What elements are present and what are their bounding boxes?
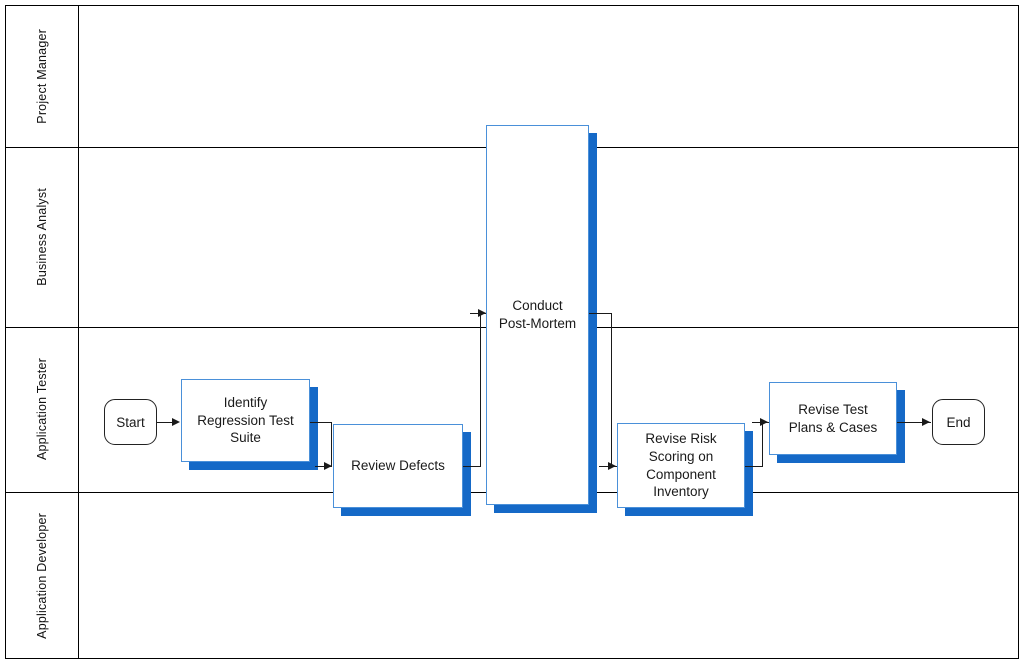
node-end[interactable]: End <box>932 399 985 445</box>
lane-label-text: Business Analyst <box>34 188 49 286</box>
connector-identify-to-review <box>315 466 332 467</box>
connector-revise-risk-rise <box>761 422 763 466</box>
node-label: Review Defects <box>351 458 445 474</box>
connector-review-out <box>463 466 481 467</box>
connector-start-to-identify <box>157 422 173 423</box>
connector-revise-risk-out <box>745 466 763 467</box>
connector-postmortem-out <box>589 313 612 314</box>
node-identify-regression-test-suite[interactable]: Identify Regression Test Suite <box>181 379 310 462</box>
lane-label-application-developer: Application Developer <box>5 492 78 659</box>
node-conduct-post-mortem[interactable]: Conduct Post-Mortem <box>486 125 589 505</box>
lane-label-project-manager: Project Manager <box>5 5 78 147</box>
node-label: Revise Risk Scoring on Component Invento… <box>645 430 717 500</box>
connector-revise-test-to-end <box>897 422 931 423</box>
node-start[interactable]: Start <box>104 399 157 445</box>
lane-label-column-divider <box>78 5 79 659</box>
connector-identify-out <box>310 422 332 423</box>
node-label: Revise Test Plans & Cases <box>788 401 878 435</box>
node-label: End <box>946 414 971 430</box>
arrowhead-post-mortem <box>478 308 486 317</box>
node-revise-risk-scoring[interactable]: Revise Risk Scoring on Component Invento… <box>617 423 745 508</box>
arrowhead-revise-test <box>760 417 768 426</box>
node-review-defects[interactable]: Review Defects <box>333 424 463 508</box>
arrowhead-end <box>922 417 930 426</box>
lane-label-business-analyst: Business Analyst <box>5 147 78 327</box>
arrowhead-revise-risk <box>608 461 616 470</box>
node-revise-test-plans[interactable]: Revise Test Plans & Cases <box>769 382 897 455</box>
arrowhead-review-defects <box>324 461 332 470</box>
connector-review-rise <box>479 313 481 466</box>
connector-identify-drop <box>331 422 332 466</box>
connector-postmortem-drop <box>610 313 612 466</box>
lane-label-text: Project Manager <box>34 28 49 124</box>
node-label: Conduct Post-Mortem <box>498 298 577 331</box>
node-label: Identify Regression Test Suite <box>197 394 294 446</box>
lane-label-application-tester: Application Tester <box>5 327 78 492</box>
lane-label-text: Application Tester <box>34 358 49 461</box>
node-label: Start <box>116 414 145 430</box>
arrowhead-identify <box>172 417 180 426</box>
lane-label-text: Application Developer <box>34 512 49 639</box>
